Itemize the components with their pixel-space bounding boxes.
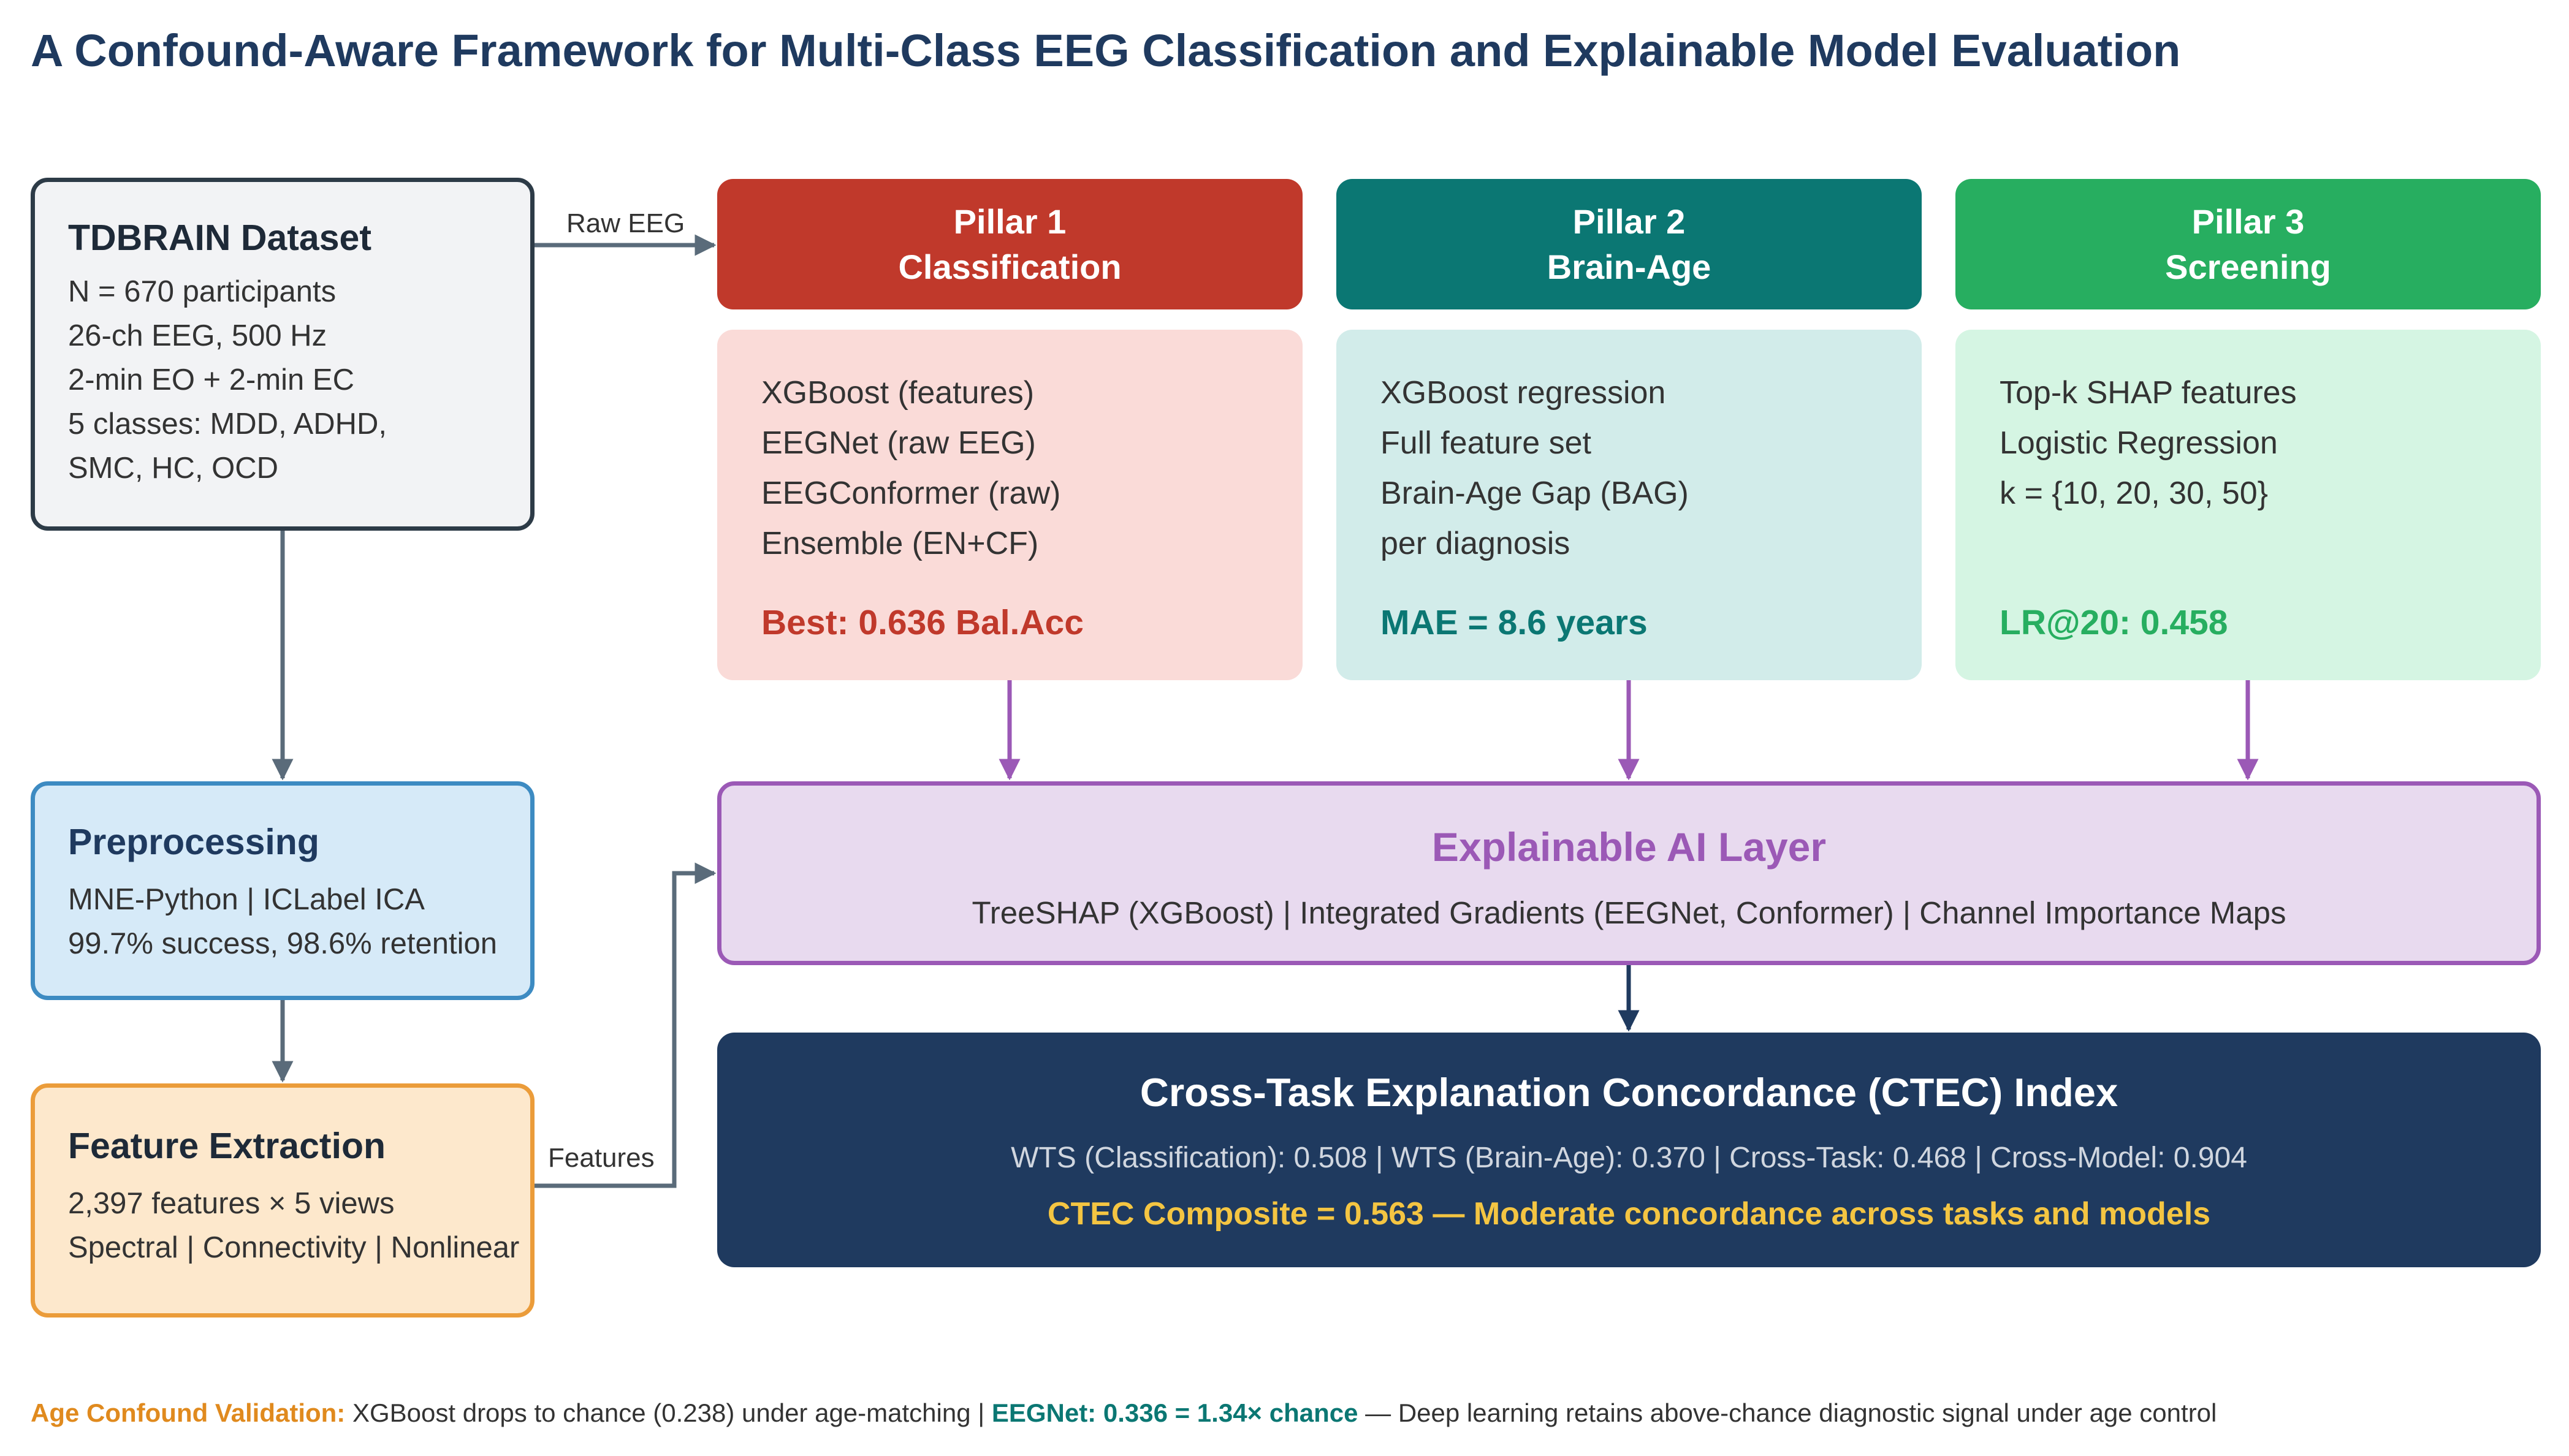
pillar3-body: Top-k SHAP features Logistic Regression … bbox=[1955, 330, 2541, 680]
ctec-composite-text: CTEC Composite = 0.563 — Moderate concor… bbox=[1047, 1196, 2211, 1232]
pillar1-item: XGBoost (features) bbox=[761, 375, 1035, 411]
dataset-line: SMC, HC, OCD bbox=[68, 452, 278, 485]
pillar1-title-line2: Classification bbox=[898, 247, 1122, 286]
pillar3-title-line1: Pillar 3 bbox=[2191, 202, 2305, 241]
pillar2-header: Pillar 2 Brain-Age bbox=[1336, 179, 1922, 309]
pillar3-item: k = {10, 20, 30, 50} bbox=[2000, 476, 2269, 511]
dataset-line: 26-ch EEG, 500 Hz bbox=[68, 319, 327, 352]
dataset-line: N = 670 participants bbox=[68, 275, 337, 308]
footer-text-part1: XGBoost drops to chance (0.238) under ag… bbox=[345, 1398, 992, 1427]
pillar1-item: EEGNet (raw EEG) bbox=[761, 425, 1036, 461]
xai-methods-text: TreeSHAP (XGBoost) | Integrated Gradient… bbox=[972, 895, 2286, 930]
preprocessing-heading: Preprocessing bbox=[68, 822, 319, 862]
footer-highlight: EEGNet: 0.336 = 1.34× chance bbox=[991, 1398, 1358, 1427]
ctec-index-box: Cross-Task Explanation Concordance (CTEC… bbox=[717, 1033, 2541, 1267]
preprocessing-line: 99.7% success, 98.6% retention bbox=[68, 927, 498, 960]
pillar3-metric: LR@20: 0.458 bbox=[2000, 603, 2228, 642]
pillar2-item: Full feature set bbox=[1380, 425, 1591, 461]
raw-eeg-label: Raw EEG bbox=[566, 208, 685, 238]
feature-extraction-box: Feature Extraction 2,397 features × 5 vi… bbox=[31, 1083, 535, 1318]
dataset-heading: TDBRAIN Dataset bbox=[68, 218, 372, 258]
pillar2-metric: MAE = 8.6 years bbox=[1380, 603, 1648, 642]
pillar2-item: Brain-Age Gap (BAG) bbox=[1380, 476, 1689, 511]
xai-heading: Explainable AI Layer bbox=[1431, 824, 1827, 870]
feature-extraction-heading: Feature Extraction bbox=[68, 1126, 386, 1166]
pillar2-item: XGBoost regression bbox=[1380, 375, 1666, 411]
pillar2-title-line2: Brain-Age bbox=[1547, 247, 1711, 286]
footer-label: Age Confound Validation: bbox=[31, 1398, 346, 1427]
pillar3-item: Top-k SHAP features bbox=[2000, 375, 2297, 411]
pillar3-item: Logistic Regression bbox=[2000, 425, 2278, 461]
pillar2-title-line1: Pillar 2 bbox=[1572, 202, 1686, 241]
dataset-box: TDBRAIN Dataset N = 670 participants 26-… bbox=[31, 178, 535, 531]
page-title: A Confound-Aware Framework for Multi-Cla… bbox=[31, 25, 2181, 76]
ctec-metrics-text: WTS (Classification): 0.508 | WTS (Brain… bbox=[1011, 1142, 2247, 1174]
preprocessing-line: MNE-Python | ICLabel ICA bbox=[68, 883, 425, 916]
feature-extraction-line: 2,397 features × 5 views bbox=[68, 1187, 395, 1220]
pillar3-header: Pillar 3 Screening bbox=[1955, 179, 2541, 309]
features-edge-label: Features bbox=[548, 1143, 655, 1173]
feature-extraction-line: Spectral | Connectivity | Nonlinear bbox=[68, 1231, 520, 1264]
pillar2-item: per diagnosis bbox=[1380, 526, 1570, 561]
footer-text-part2: — Deep learning retains above-chance dia… bbox=[1358, 1398, 2217, 1427]
dataset-line: 5 classes: MDD, ADHD, bbox=[68, 408, 387, 441]
features-to-xai-arrow bbox=[535, 862, 717, 1188]
pillar1-metric: Best: 0.636 Bal.Acc bbox=[761, 603, 1084, 642]
pillar3-title-line2: Screening bbox=[2165, 247, 2331, 286]
footer-note: Age Confound Validation: XGBoost drops t… bbox=[31, 1398, 2217, 1428]
dataset-line: 2-min EO + 2-min EC bbox=[68, 363, 354, 396]
ctec-heading: Cross-Task Explanation Concordance (CTEC… bbox=[1140, 1070, 2118, 1115]
explainable-ai-layer-box: Explainable AI Layer TreeSHAP (XGBoost) … bbox=[717, 781, 2541, 965]
pillar1-item: EEGConformer (raw) bbox=[761, 476, 1061, 511]
preprocessing-box: Preprocessing MNE-Python | ICLabel ICA 9… bbox=[31, 781, 535, 1000]
pillar1-title-line1: Pillar 1 bbox=[953, 202, 1067, 241]
pillar1-header: Pillar 1 Classification bbox=[717, 179, 1303, 309]
pillar1-body: XGBoost (features) EEGNet (raw EEG) EEGC… bbox=[717, 330, 1303, 680]
pillar2-body: XGBoost regression Full feature set Brai… bbox=[1336, 330, 1922, 680]
pillar1-item: Ensemble (EN+CF) bbox=[761, 526, 1039, 561]
